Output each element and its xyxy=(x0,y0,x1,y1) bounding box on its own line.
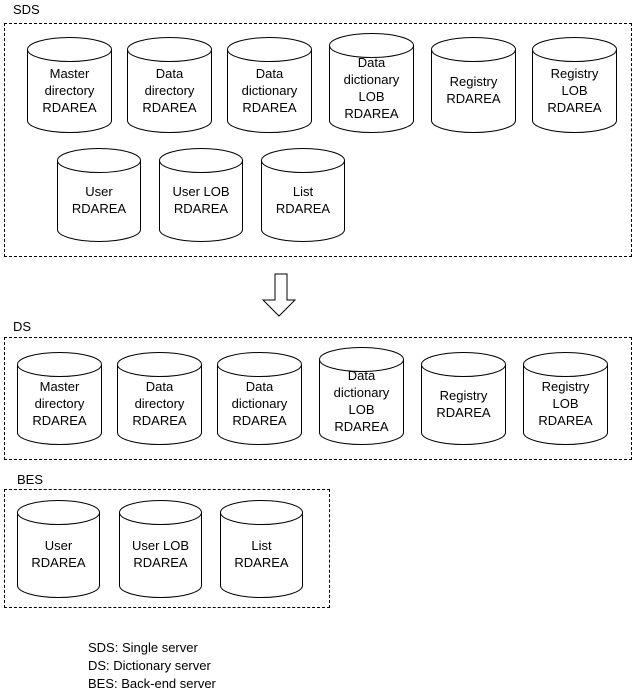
cylinder-label: User RDAREA xyxy=(31,538,86,570)
cylinder-label: Registry RDAREA xyxy=(436,387,491,420)
cylinder-label: List RDAREA xyxy=(234,538,289,570)
cylinder-label: Data dictionary LOB RDAREA xyxy=(343,55,400,121)
cylinder-data-dictionary-lob-rdarea: Data dictionary LOB RDAREA xyxy=(329,33,414,133)
cylinder-registry-rdarea: Registry RDAREA xyxy=(431,37,516,133)
cylinder-master-directory-rdarea: Master directory RDAREA xyxy=(17,352,102,445)
cylinder-registry-lob-rdarea: Registry LOB RDAREA xyxy=(523,352,608,445)
cylinder-registry-rdarea: Registry RDAREA xyxy=(421,352,506,445)
bes-section-label: BES xyxy=(17,472,44,487)
cylinder-label: Data dictionary RDAREA xyxy=(241,65,298,115)
cylinder-label: Registry LOB RDAREA xyxy=(547,65,602,115)
cylinder-label: User LOB RDAREA xyxy=(172,184,230,216)
cylinder-registry-lob-rdarea: Registry LOB RDAREA xyxy=(532,37,617,133)
ds-section-label: DS xyxy=(13,319,32,334)
cylinder-master-directory-rdarea: Master directory RDAREA xyxy=(27,37,112,133)
cylinder-user-lob-rdarea: User LOB RDAREA xyxy=(159,148,243,242)
cylinder-data-dictionary-rdarea: Data dictionary RDAREA xyxy=(217,352,302,445)
legend-line-bes: BES: Back-end server xyxy=(88,676,216,691)
legend-line-sds: SDS: Single server xyxy=(88,640,198,655)
cylinder-data-directory-rdarea: Data directory RDAREA xyxy=(127,37,212,133)
sds-section-label: SDS xyxy=(13,2,40,17)
sds-box xyxy=(4,23,632,257)
legend-line-ds: DS: Dictionary server xyxy=(88,658,211,673)
cylinder-label: Registry RDAREA xyxy=(446,74,501,106)
cylinder-label: List RDAREA xyxy=(275,184,331,216)
cylinder-data-dictionary-lob-rdarea: Data dictionary LOB RDAREA xyxy=(319,347,404,445)
ds-box xyxy=(4,337,632,460)
cylinder-label: Master directory RDAREA xyxy=(32,379,87,428)
cylinder-list-rdarea: List RDAREA xyxy=(261,148,345,242)
cylinder-label: Data directory RDAREA xyxy=(142,65,197,115)
cylinder-label: Data dictionary LOB RDAREA xyxy=(333,368,390,434)
cylinder-label: Registry LOB RDAREA xyxy=(538,379,593,428)
cylinder-label: User RDAREA xyxy=(71,184,127,216)
cylinder-user-rdarea: User RDAREA xyxy=(17,500,100,598)
down-arrow-icon xyxy=(261,272,297,318)
cylinder-data-dictionary-rdarea: Data dictionary RDAREA xyxy=(227,37,312,133)
cylinder-label: User LOB RDAREA xyxy=(131,538,190,570)
cylinder-list-rdarea: List RDAREA xyxy=(220,500,303,598)
legend: SDS: Single server DS: Dictionary server… xyxy=(88,639,216,693)
cylinder-label: Master directory RDAREA xyxy=(42,65,97,115)
cylinder-label: Data dictionary RDAREA xyxy=(231,379,288,428)
cylinder-user-lob-rdarea: User LOB RDAREA xyxy=(119,500,202,598)
cylinder-data-directory-rdarea: Data directory RDAREA xyxy=(117,352,202,445)
cylinder-label: Data directory RDAREA xyxy=(132,379,187,428)
cylinder-user-rdarea: User RDAREA xyxy=(57,148,141,242)
bes-box xyxy=(4,489,330,608)
